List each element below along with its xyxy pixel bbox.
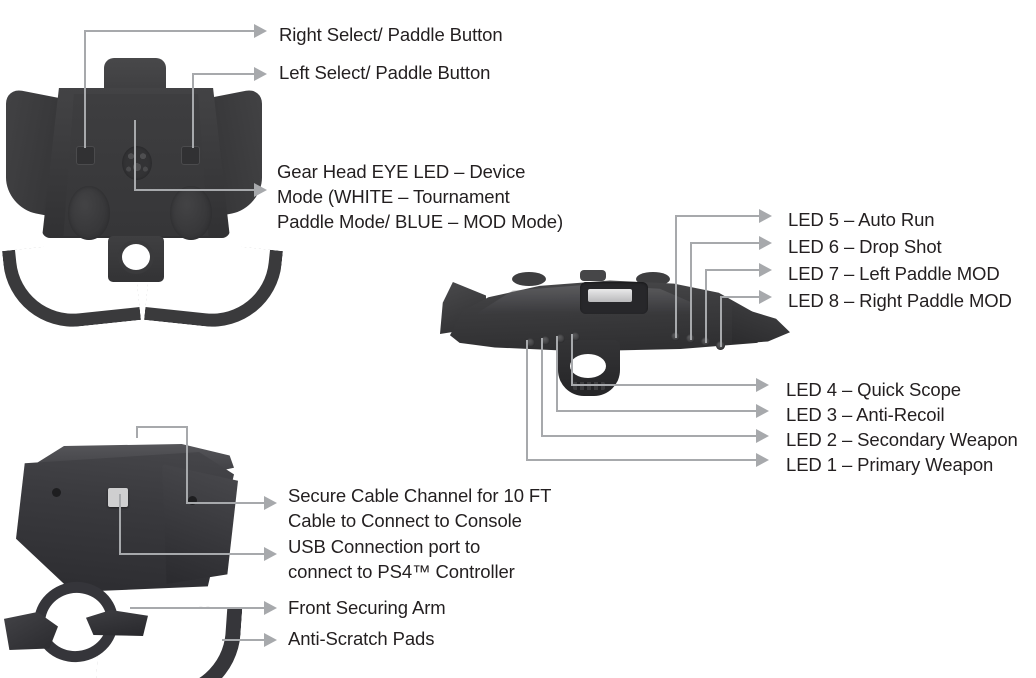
leader-led4-vertical xyxy=(571,334,573,386)
leader-cable-channel-horizontal xyxy=(186,502,266,504)
leader-led5-vertical xyxy=(675,215,677,338)
leader-right-select-horizontal xyxy=(84,30,256,32)
arrow-right-select xyxy=(254,24,267,38)
callout-eye-led: Gear Head EYE LED – Device Mode (WHITE –… xyxy=(277,161,564,232)
callout-anti-scratch: Anti-Scratch Pads xyxy=(288,628,435,649)
led-1-indicator xyxy=(526,338,535,347)
arrow-led7 xyxy=(759,263,772,277)
callout-usb-port: USB Connection port to connect to PS4™ C… xyxy=(288,536,515,582)
callout-left-select: Left Select/ Paddle Button xyxy=(279,62,491,83)
leader-led8-horizontal xyxy=(720,296,761,298)
right-securing-arm xyxy=(144,237,283,334)
arrow-usb-port xyxy=(264,547,277,561)
leader-led7-vertical xyxy=(705,269,707,343)
gear-head-eye-led xyxy=(122,146,152,180)
leader-usb-vertical xyxy=(119,494,121,555)
leader-securing-arm-horizontal xyxy=(130,607,266,609)
arrow-anti-scratch xyxy=(264,633,277,647)
arrow-led8 xyxy=(759,290,772,304)
leader-led4-horizontal xyxy=(571,384,758,386)
led-3-indicator xyxy=(556,334,565,343)
arrow-led5 xyxy=(759,209,772,223)
leader-left-select-horizontal xyxy=(192,73,256,75)
callout-cable-channel: Secure Cable Channel for 10 FT Cable to … xyxy=(288,485,552,531)
callout-securing-arm: Front Securing Arm xyxy=(288,597,446,618)
arrow-led4 xyxy=(756,378,769,392)
right-paddle-button xyxy=(181,146,200,165)
device-right-tail xyxy=(732,305,790,344)
leader-led5-horizontal xyxy=(675,215,761,217)
callout-led2: LED 2 – Secondary Weapon xyxy=(786,429,1018,450)
leader-led6-vertical xyxy=(690,242,692,340)
leader-right-select-vertical xyxy=(84,30,86,148)
arrow-securing-arm xyxy=(264,601,277,615)
usb-port-connector xyxy=(588,289,632,302)
device-screw-hole-right xyxy=(188,496,197,505)
callout-right-select: Right Select/ Paddle Button xyxy=(279,24,503,45)
callout-led3: LED 3 – Anti-Recoil xyxy=(786,404,945,425)
center-tab-hole xyxy=(122,244,150,270)
arrow-cable-channel xyxy=(264,496,277,510)
leader-cable-channel-top xyxy=(136,426,188,428)
device-screw-hole-left xyxy=(52,488,61,497)
leader-left-select-vertical xyxy=(192,73,194,148)
arrow-led1 xyxy=(756,453,769,467)
arrow-led3 xyxy=(756,404,769,418)
leader-led1-vertical xyxy=(526,340,528,461)
right-grip-dimple xyxy=(170,186,212,240)
leader-anti-scratch-horizontal xyxy=(222,639,266,641)
usb-connector-plug xyxy=(108,488,128,507)
leader-led3-horizontal xyxy=(556,410,758,412)
callout-led7: LED 7 – Left Paddle MOD xyxy=(788,263,1000,284)
cable-clip-ridges xyxy=(573,382,605,390)
led-4-indicator xyxy=(571,332,580,341)
cable-clip-hole xyxy=(570,354,606,378)
leader-led2-horizontal xyxy=(541,435,758,437)
callout-led1: LED 1 – Primary Weapon xyxy=(786,454,994,475)
device-side-view xyxy=(440,258,790,396)
arrow-led6 xyxy=(759,236,772,250)
led-2-indicator xyxy=(541,336,550,345)
callout-led4: LED 4 – Quick Scope xyxy=(786,379,961,400)
leader-led8-vertical xyxy=(720,296,722,347)
leader-led7-horizontal xyxy=(705,269,761,271)
arrow-led2 xyxy=(756,429,769,443)
arrow-left-select xyxy=(254,67,267,81)
device-side-panel xyxy=(162,464,238,584)
leader-led3-vertical xyxy=(556,336,558,412)
callout-led8: LED 8 – Right Paddle MOD xyxy=(788,290,1012,311)
device-nub-left xyxy=(512,272,546,286)
left-paddle-button xyxy=(76,146,95,165)
leader-led2-vertical xyxy=(541,338,543,437)
callout-led6: LED 6 – Drop Shot xyxy=(788,236,942,257)
leader-usb-horizontal xyxy=(119,553,266,555)
leader-cable-channel-riser xyxy=(136,426,138,438)
device-nub-center xyxy=(580,270,606,281)
leader-eye-led-horizontal xyxy=(134,189,256,191)
device-rear-view xyxy=(0,58,283,334)
arrow-eye-led xyxy=(254,183,267,197)
leader-cable-channel-drop xyxy=(186,426,188,504)
leader-led1-horizontal xyxy=(526,459,758,461)
leader-eye-led-vertical xyxy=(134,120,136,191)
device-perspective-view xyxy=(0,430,280,678)
callout-led5: LED 5 – Auto Run xyxy=(788,209,935,230)
anti-scratch-pad-right xyxy=(94,599,243,678)
left-grip-dimple xyxy=(68,186,110,240)
leader-led6-horizontal xyxy=(690,242,761,244)
